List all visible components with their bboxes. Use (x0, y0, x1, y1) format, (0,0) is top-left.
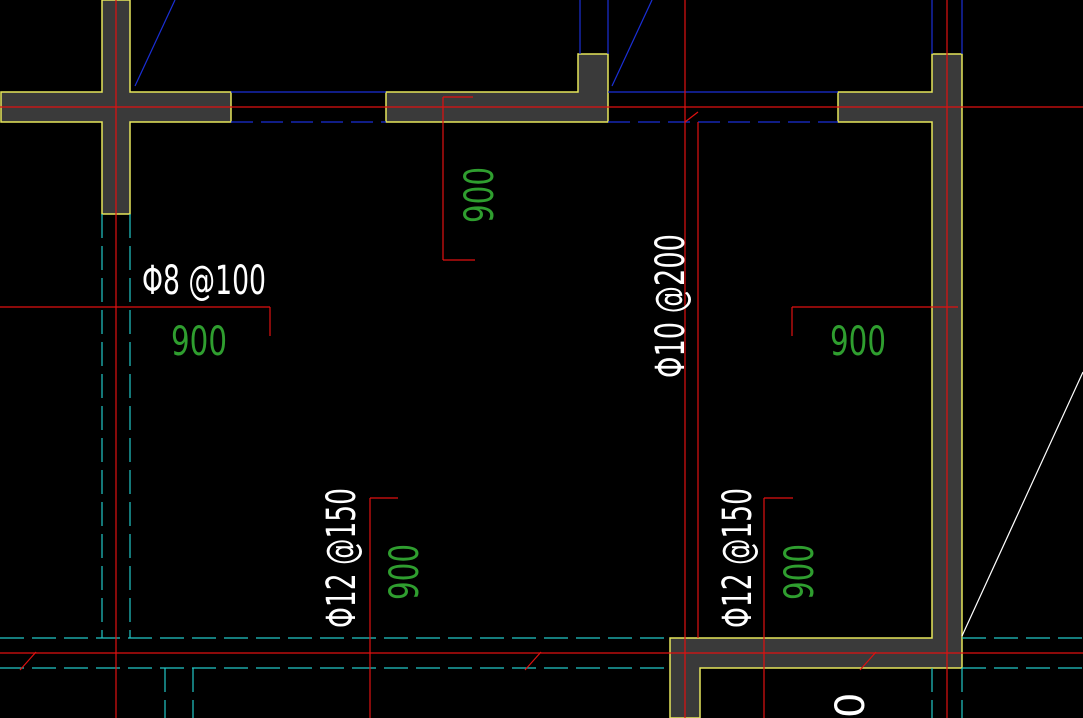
walls (0, 0, 963, 718)
rebar-label-top-left: Φ8 @100 (142, 258, 266, 304)
wall-top-center (385, 53, 609, 123)
rebar-label-bottom-left: Φ12 @150 (319, 488, 365, 628)
wall-right-l (669, 53, 963, 718)
dim-label-bottom-left: 900 (382, 544, 428, 600)
rebar-label-bottom-right: Φ12 @150 (715, 488, 761, 628)
rebar-label-center: Φ10 @200 (648, 234, 694, 378)
dim-label-top-center: 900 (457, 167, 503, 223)
blue-lines (134, 0, 963, 123)
dim-label-bottom-right: 900 (777, 544, 823, 600)
dim-label-right: 900 (830, 319, 886, 365)
dim-label-top-left: 900 (171, 319, 227, 365)
partial-label-bottom: 0 (828, 693, 874, 718)
cyan-lines (0, 214, 1083, 718)
white-lines (961, 371, 1083, 637)
